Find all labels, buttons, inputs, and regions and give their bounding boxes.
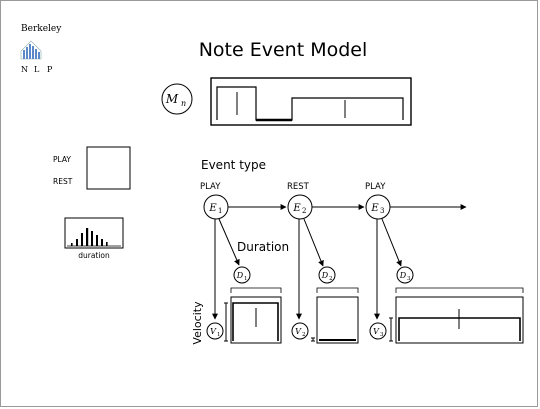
duration-node-d2: D 2 xyxy=(318,266,336,284)
note-sequence-box xyxy=(210,77,412,126)
velocity-node-v1: V 1 xyxy=(206,322,224,340)
duration-histogram: duration xyxy=(64,217,124,260)
event-node-e1: E 1 xyxy=(203,194,229,220)
velocity-node-v2: V 2 xyxy=(291,322,309,340)
logo-letter-n: N xyxy=(21,65,28,74)
model-node-symbol: M xyxy=(165,92,179,106)
duration-label: Duration xyxy=(237,240,289,254)
event-3-type: PLAY xyxy=(365,182,386,192)
duration-node-d1-symbol: D xyxy=(236,271,244,280)
velocity-node-v1-symbol: V xyxy=(210,327,217,336)
model-node-subscript: n xyxy=(181,99,186,108)
velocity-node-v1-sub: 1 xyxy=(217,332,221,338)
duration-node-d1: D 1 xyxy=(233,266,251,284)
duration-node-d3-sub: 3 xyxy=(407,276,411,282)
event-1-type: PLAY xyxy=(200,182,221,192)
event-2-type: REST xyxy=(287,182,310,192)
duration-brackets xyxy=(230,287,524,293)
event-type-label: Event type xyxy=(201,158,266,172)
legend: PLAY REST xyxy=(53,146,131,190)
event-node-e3-symbol: E xyxy=(370,203,379,214)
histogram-duration-label: duration xyxy=(78,251,110,260)
note-box-3 xyxy=(395,296,524,344)
berkeley-nlp-logo-icon: Berkeley N L P xyxy=(20,24,62,74)
event-node-e1-symbol: E xyxy=(208,203,217,214)
velocity-bars xyxy=(224,302,393,342)
event-node-e2: E 2 xyxy=(287,194,313,220)
event-node-e2-symbol: E xyxy=(292,203,301,214)
velocity-node-v3-symbol: V xyxy=(373,327,380,336)
slide-title: Note Event Model xyxy=(199,39,368,61)
velocity-node-v2-sub: 2 xyxy=(302,332,306,338)
duration-node-d2-sub: 2 xyxy=(329,276,333,282)
velocity-node-v2-symbol: V xyxy=(295,327,302,336)
duration-node-d3: D 3 xyxy=(396,266,414,284)
velocity-node-v3: V 3 xyxy=(369,322,387,340)
event-node-e3-sub: 3 xyxy=(380,207,384,215)
duration-node-d1-sub: 1 xyxy=(244,276,248,282)
note-box-2 xyxy=(316,296,359,344)
logo-berkeley-text: Berkeley xyxy=(21,24,62,34)
logo-letter-l: L xyxy=(34,65,40,74)
velocity-label: Velocity xyxy=(191,301,204,345)
note-box-1 xyxy=(230,296,282,344)
event-node-e1-sub: 1 xyxy=(218,207,222,215)
legend-play-label: PLAY xyxy=(53,155,71,164)
duration-node-d3-symbol: D xyxy=(399,271,407,280)
legend-rest-label: REST xyxy=(53,177,73,186)
velocity-node-v3-sub: 3 xyxy=(380,332,384,338)
event-node-e3: E 3 xyxy=(365,194,391,220)
logo-letter-p: P xyxy=(47,65,53,74)
model-node-mn: M n xyxy=(161,83,193,115)
duration-node-d2-symbol: D xyxy=(321,271,329,280)
event-node-e2-sub: 2 xyxy=(302,207,306,215)
